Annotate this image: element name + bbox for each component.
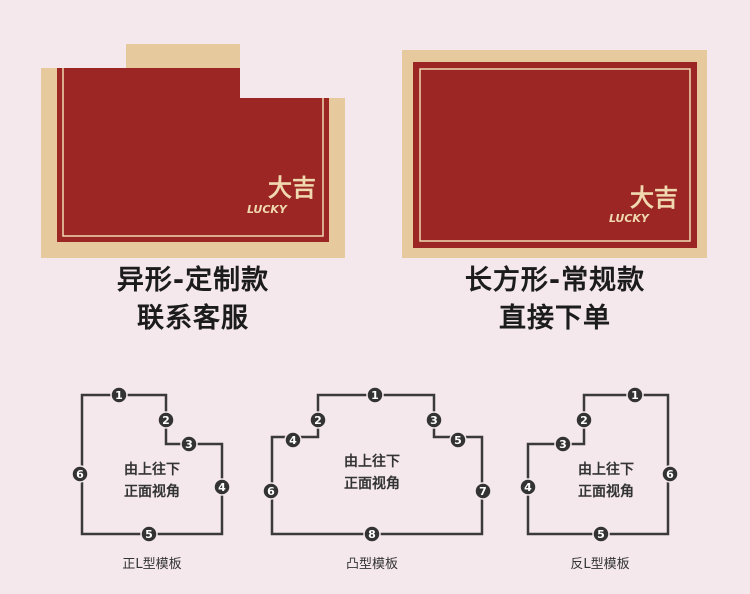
- edge-number: 7: [479, 485, 487, 498]
- edge-number: 6: [76, 468, 84, 481]
- edge-marker: 8: [363, 525, 381, 543]
- view-note: 由上往下: [578, 461, 634, 478]
- edge-number: 3: [185, 438, 193, 451]
- edge-marker: 2: [157, 411, 175, 429]
- edge-marker: 3: [554, 435, 572, 453]
- convex-template-outline: [270, 393, 484, 536]
- edge-number: 2: [314, 414, 322, 427]
- edge-number: 5: [597, 528, 605, 541]
- edge-number: 5: [454, 434, 462, 447]
- edge-number: 6: [267, 485, 275, 498]
- edge-number: 1: [371, 389, 379, 402]
- edge-number: 4: [218, 481, 226, 494]
- edge-marker: 7: [474, 482, 492, 500]
- edge-number: 5: [145, 528, 153, 541]
- edge-marker: 5: [449, 431, 467, 449]
- edge-marker: 1: [366, 386, 384, 404]
- logo-chinese: 大吉: [268, 174, 316, 202]
- edge-marker: 1: [110, 386, 128, 404]
- edge-number: 1: [115, 389, 123, 402]
- logo-lucky: LUCKY: [609, 212, 650, 225]
- caption-subtitle: 联系客服: [137, 303, 249, 334]
- edge-marker: 6: [262, 482, 280, 500]
- caption-title: 长方形-常规款: [464, 265, 646, 296]
- edge-number: 3: [559, 438, 567, 451]
- rectangle-mat: 大吉 LUCKY: [402, 50, 707, 258]
- caption-title: 异形-定制款: [116, 265, 270, 296]
- edge-marker: 2: [575, 411, 593, 429]
- edge-marker: 6: [661, 465, 679, 483]
- view-note: 正面视角: [344, 475, 400, 492]
- edge-marker: 6: [71, 465, 89, 483]
- view-note: 由上往下: [344, 453, 400, 470]
- template-label: 反L型模板: [570, 557, 629, 572]
- reverse-l-template-outline: [526, 393, 670, 536]
- edge-number: 1: [631, 389, 639, 402]
- edge-number: 4: [289, 434, 297, 447]
- view-note: 正面视角: [124, 483, 180, 500]
- edge-marker: 4: [519, 478, 537, 496]
- logo-lucky: LUCKY: [247, 203, 288, 216]
- edge-marker: 4: [213, 478, 231, 496]
- logo-chinese: 大吉: [630, 184, 678, 212]
- edge-marker: 3: [180, 435, 198, 453]
- custom-caption: 异形-定制款 联系客服: [33, 262, 353, 338]
- rectangle-caption: 长方形-常规款 直接下单: [395, 262, 715, 338]
- view-note: 正面视角: [578, 483, 634, 500]
- edge-number: 2: [580, 414, 588, 427]
- edge-marker: 4: [284, 431, 302, 449]
- template-label: 正L型模板: [122, 557, 181, 572]
- edge-marker: 2: [309, 411, 327, 429]
- edge-number: 2: [162, 414, 170, 427]
- caption-subtitle: 直接下单: [499, 303, 611, 334]
- template-label: 凸型模板: [346, 557, 398, 572]
- edge-marker: 3: [425, 411, 443, 429]
- edge-number: 6: [666, 468, 674, 481]
- view-note: 由上往下: [124, 461, 180, 478]
- custom-shape-mat: 大吉 LUCKY: [41, 44, 345, 258]
- edge-marker: 1: [626, 386, 644, 404]
- edge-number: 3: [430, 414, 438, 427]
- edge-marker: 5: [140, 525, 158, 543]
- edge-marker: 5: [592, 525, 610, 543]
- edge-number: 4: [524, 481, 532, 494]
- l-template-outline: [80, 393, 224, 536]
- edge-number: 8: [368, 528, 376, 541]
